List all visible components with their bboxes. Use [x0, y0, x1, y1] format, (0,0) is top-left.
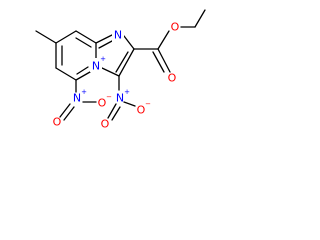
bond-c8a-n1-inner: [98, 40, 113, 49]
bond-carbonyl-o: [157, 48, 171, 73]
bond-nitro3-o-double-inner: [111, 106, 121, 121]
bond-nitro3-o-single: [123, 101, 136, 107]
atom-o-nitro5-b: O: [98, 97, 107, 110]
bond-c2-c3-inner: [115, 51, 129, 73]
molecule-structure: N + N N + O O − N + O O − O O: [35, 9, 206, 131]
bond-c4-n-inner: [76, 66, 89, 75]
bond-c4-n: [75, 71, 91, 81]
nitro-group-5: [59, 79, 97, 121]
atom-o-ester-carbonyl: O: [168, 72, 177, 85]
charge-n-bridge: +: [100, 55, 106, 63]
atom-o-ester-ether: O: [171, 21, 180, 34]
charge-n-nitro5: +: [81, 88, 87, 96]
atom-n-nitro3: N: [116, 92, 124, 105]
bond-carbonyl-ether-o: [157, 30, 170, 50]
bond-carbonyl-o-inner: [152, 51, 165, 73]
atom-n-imidazole: N: [114, 29, 122, 42]
bond-c5-c4: [55, 67, 77, 81]
bond-c2-c3: [118, 48, 135, 77]
atom-labels: N + N N + O O − N + O O − O O: [53, 21, 180, 131]
bond-nitro5-o-double: [59, 103, 71, 118]
bond-methyl: [35, 30, 57, 44]
bond-n1-c2: [123, 35, 135, 50]
pyridine-ring: [55, 30, 97, 81]
charge-o-nitro3-b: −: [145, 100, 151, 108]
bond-c8-c7-inner: [75, 37, 92, 48]
atom-o-nitro5-a: O: [53, 116, 62, 129]
bond-c8a-n1: [95, 34, 113, 44]
atom-n-nitro5: N: [73, 92, 81, 105]
imidazole-ring: [95, 34, 135, 77]
atom-o-nitro3-b: O: [137, 104, 146, 117]
bond-nitro5-o-double-inner: [63, 106, 75, 121]
ester-group: [133, 9, 206, 73]
bond-c7-c6: [55, 30, 77, 44]
charge-n-nitro3: +: [124, 88, 130, 96]
atom-o-nitro3-a: O: [101, 118, 110, 131]
bond-c3-n: [101, 67, 120, 77]
bond-c8-c7: [75, 30, 97, 44]
bond-nitro3-o-double: [107, 103, 117, 119]
nitro-group-3: [107, 75, 136, 121]
bond-ch2-ch3: [194, 9, 206, 28]
atom-n-bridge: N: [92, 60, 100, 73]
charge-o-nitro5-b: −: [106, 93, 112, 101]
